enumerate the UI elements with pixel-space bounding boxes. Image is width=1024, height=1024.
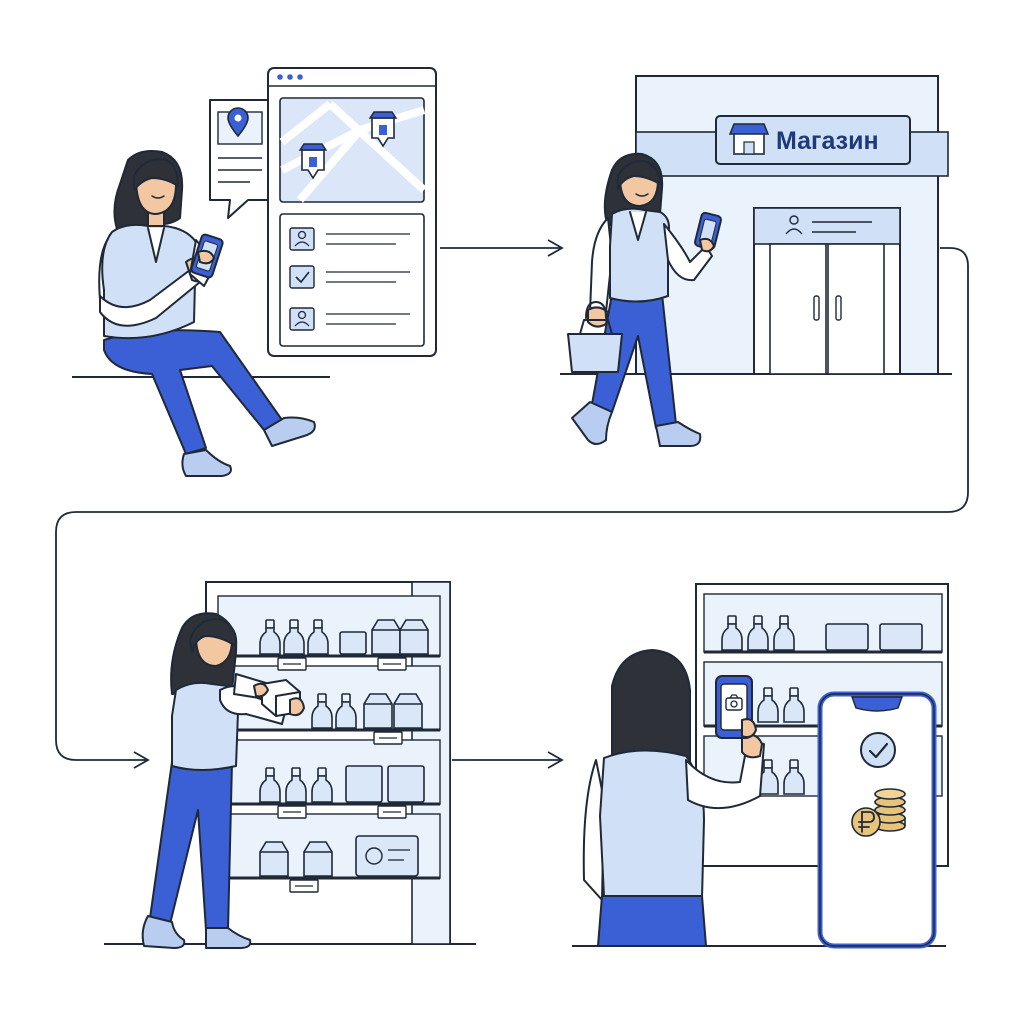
list-item[interactable] <box>289 265 410 289</box>
payment-confirmation-phone <box>817 691 937 949</box>
store-marker-icon[interactable] <box>298 143 328 180</box>
store-list <box>279 213 425 347</box>
storefront-icon <box>728 123 770 155</box>
woman-sitting-with-phone <box>98 150 316 477</box>
list-item[interactable] <box>289 307 410 331</box>
product-shelf <box>205 581 451 945</box>
store-map[interactable] <box>279 97 427 203</box>
store-marker-icon[interactable] <box>368 111 398 148</box>
store-finder-app-window <box>267 67 437 357</box>
user-icon <box>294 310 310 327</box>
map-bubble <box>209 99 271 219</box>
woman-scanning-product <box>582 649 765 947</box>
map-pin-icon <box>227 107 249 138</box>
list-item[interactable] <box>289 227 410 251</box>
user-icon <box>294 230 310 247</box>
scene-pick-from-shelf <box>104 581 476 949</box>
scene-browse-on-phone <box>72 67 437 477</box>
storefront: Магазин <box>635 75 949 375</box>
woman-walking-with-bag <box>567 152 722 447</box>
store-sign: Магазин <box>715 115 911 165</box>
user-icon <box>785 215 803 235</box>
scene-scan-and-pay <box>572 583 949 949</box>
store-sign-label: Магазин <box>776 127 879 155</box>
shopping-bag <box>567 301 623 373</box>
scene-walk-to-store: Магазин <box>560 75 952 447</box>
ruble-coin-icon <box>851 788 906 837</box>
flow-connectors <box>55 239 969 769</box>
camera-icon <box>725 694 743 711</box>
store-door[interactable] <box>769 243 885 375</box>
woman-picking-product <box>141 612 305 949</box>
checkbox-check-icon <box>295 271 310 284</box>
check-circle-icon <box>860 732 896 768</box>
